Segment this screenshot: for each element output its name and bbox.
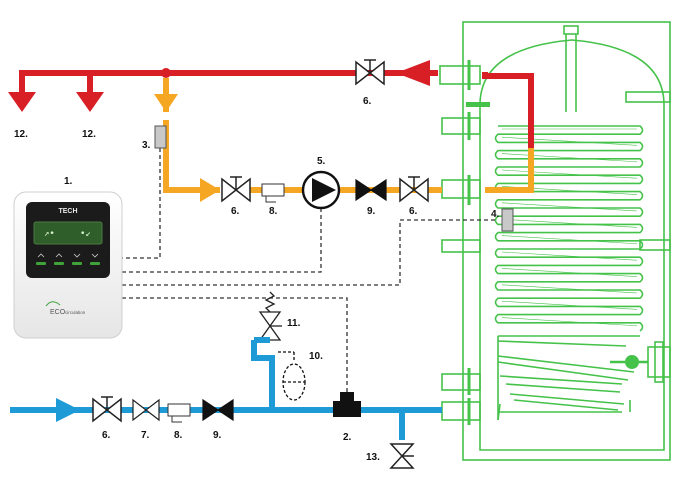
label-7: 7. (141, 430, 150, 441)
check-valve-9-circ (355, 178, 387, 202)
pump-cable (122, 208, 322, 273)
heating-coil (494, 125, 644, 332)
label-5: 5. (317, 156, 326, 167)
label-6-hot: 6. (363, 96, 372, 107)
button-exit[interactable] (90, 262, 100, 265)
safety-branch-pipe (251, 340, 275, 410)
label-6-circ-left: 6. (231, 206, 240, 217)
controller-buttons (36, 253, 100, 265)
circulation-flow-arrow-down (154, 94, 178, 112)
label-12-second: 12. (82, 129, 96, 140)
display-right-readout: •↙ (80, 229, 91, 239)
hot-flow-arrow (396, 60, 430, 86)
tank-side-port-top (625, 91, 671, 103)
button-down[interactable] (72, 262, 82, 265)
tank-top-port (563, 25, 579, 35)
label-10: 10. (309, 351, 323, 362)
valve-7-cold (132, 398, 160, 422)
circulation-pump-5 (301, 170, 341, 210)
strainer-8-cold (167, 403, 191, 423)
label-8-cold: 8. (174, 430, 183, 441)
sensor-4-cable (122, 219, 495, 286)
label-12-first: 12. (14, 129, 28, 140)
label-2: 2. (343, 432, 352, 443)
outlet-arrow-12a (8, 92, 36, 112)
eco-circulation-controller: TECH ↗• •↙ ECO circulation (13, 191, 123, 339)
coil-path (494, 125, 644, 332)
label-11: 11. (287, 318, 301, 329)
flow-sensor-2 (333, 392, 361, 417)
tank-left-connections (439, 60, 490, 425)
circulation-flow-arrow-right (200, 178, 220, 202)
ball-valve-6-cold (92, 396, 122, 423)
label-1: 1. (64, 176, 73, 187)
label-9-circ: 9. (367, 206, 376, 217)
flow-sensor-2-cable (122, 297, 348, 392)
label-6-circ-right: 6. (409, 206, 418, 217)
signal-lines (122, 148, 495, 392)
controller-logo-sub: circulation (65, 310, 86, 315)
hot-outlet-pipe (482, 72, 534, 150)
check-valve-9-cold (202, 398, 234, 422)
logo-swoosh-icon (45, 301, 61, 307)
cold-flow-arrow (56, 398, 80, 422)
hot-tee-node (161, 68, 171, 78)
coil-inner-path (501, 128, 638, 327)
controller-display (33, 221, 103, 245)
circulation-return-pipe (485, 148, 534, 193)
label-6-cold: 6. (102, 430, 111, 441)
strainer-8-circ (261, 183, 285, 203)
temperature-sensor-3 (154, 125, 167, 149)
expansion-vessel-10 (278, 351, 306, 401)
label-9-cold: 9. (213, 430, 222, 441)
label-4: 4. (491, 209, 500, 220)
safety-valve-11 (258, 291, 282, 341)
sensor-3-cable (122, 148, 161, 259)
lower-heating-coil (497, 335, 640, 421)
cold-water-line (10, 340, 442, 440)
ball-valve-6-circ-left (221, 176, 251, 203)
button-menu[interactable] (36, 262, 46, 265)
hot-water-line (19, 70, 534, 150)
temperature-sensor-4 (501, 208, 514, 232)
ball-valve-6-circ-right (399, 176, 429, 203)
label-8-circ: 8. (269, 206, 278, 217)
tank-side-port-mid (639, 239, 671, 251)
controller-brand: TECH (58, 208, 77, 215)
controller-logo: ECO (50, 309, 66, 316)
component-labels: 1. 2. 3. 4. 5. 6. 6. 6. 6. 7. 8. 8. 9. 9… (14, 96, 500, 463)
display-left-readout: ↗• (44, 229, 55, 239)
label-3: 3. (142, 140, 151, 151)
hot-water-tank (439, 21, 671, 461)
ball-valve-6-hot (355, 59, 385, 86)
drain-valve-13 (389, 443, 415, 469)
outlet-arrow-12b (76, 92, 104, 112)
heater-flange (647, 346, 671, 378)
button-up[interactable] (54, 262, 64, 265)
label-13: 13. (366, 452, 380, 463)
